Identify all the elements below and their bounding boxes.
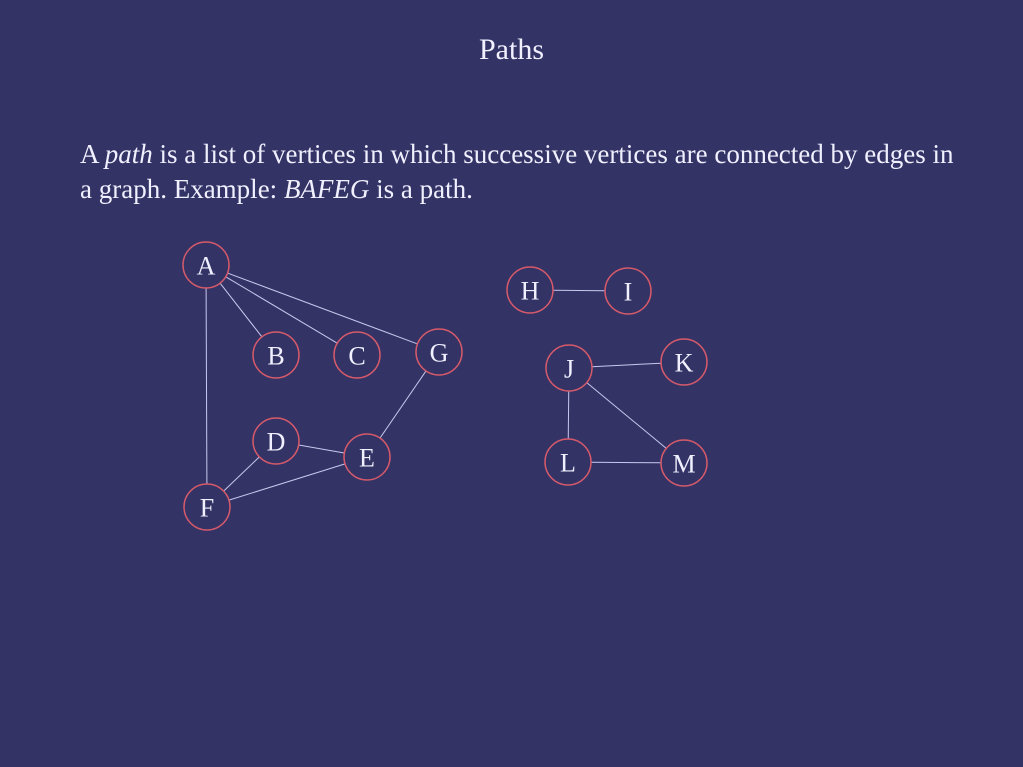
node-circle xyxy=(660,338,708,386)
node-label: K xyxy=(675,349,694,378)
node-d: D xyxy=(252,417,300,465)
node-f: F xyxy=(183,483,231,531)
node-label: D xyxy=(267,428,286,457)
slide-title: Paths xyxy=(478,33,544,66)
node-label: I xyxy=(624,278,633,307)
edge-j-m xyxy=(586,382,667,449)
node-circle xyxy=(182,241,230,289)
node-c: C xyxy=(333,331,381,379)
edge-g-e xyxy=(379,370,427,439)
node-g: G xyxy=(415,328,463,376)
node-e: E xyxy=(343,433,391,481)
node-a: A xyxy=(182,241,230,289)
node-circle xyxy=(660,439,708,487)
edge-a-c xyxy=(225,276,338,344)
edge-j-l xyxy=(567,390,570,440)
node-circle xyxy=(333,331,381,379)
graph-nodes: A B C D E F G H I J K L M xyxy=(182,241,708,531)
edge-j-k xyxy=(591,362,662,368)
node-label: M xyxy=(672,450,695,479)
node-l: L xyxy=(544,438,592,486)
node-label: B xyxy=(267,342,284,371)
edge-f-e xyxy=(228,463,346,501)
edge-h-i xyxy=(552,289,606,292)
node-label: F xyxy=(200,494,214,523)
edge-d-f xyxy=(223,456,260,492)
node-circle xyxy=(544,438,592,486)
edge-d-e xyxy=(298,444,345,454)
body-emphasis-path: path xyxy=(104,139,153,169)
edge-a-g xyxy=(227,272,418,345)
node-circle xyxy=(415,328,463,376)
node-i: I xyxy=(604,267,652,315)
node-circle xyxy=(183,483,231,531)
graph-edges xyxy=(205,272,667,501)
node-circle xyxy=(604,267,652,315)
node-label: J xyxy=(564,355,574,384)
node-circle xyxy=(252,331,300,379)
node-h: H xyxy=(506,266,554,314)
node-circle xyxy=(506,266,554,314)
node-m: M xyxy=(660,439,708,487)
node-circle xyxy=(545,344,593,392)
node-label: A xyxy=(197,252,216,281)
node-b: B xyxy=(252,331,300,379)
body-emphasis-example: BAFEG xyxy=(283,174,370,204)
edge-l-m xyxy=(590,461,662,464)
node-label: C xyxy=(348,342,365,371)
node-label: E xyxy=(359,444,375,473)
node-label: G xyxy=(430,339,449,368)
node-label: L xyxy=(560,449,576,478)
body-text-part: A xyxy=(80,139,105,169)
node-label: H xyxy=(521,277,540,306)
body-text-part: is a list of vertices in which successiv… xyxy=(80,139,954,204)
slide-body: A path is a list of vertices in which su… xyxy=(80,137,960,207)
node-j: J xyxy=(545,344,593,392)
node-circle xyxy=(343,433,391,481)
node-circle xyxy=(252,417,300,465)
node-k: K xyxy=(660,338,708,386)
edge-a-f xyxy=(205,287,208,485)
edge-a-b xyxy=(219,282,263,338)
body-text-part: is a path. xyxy=(369,174,473,204)
